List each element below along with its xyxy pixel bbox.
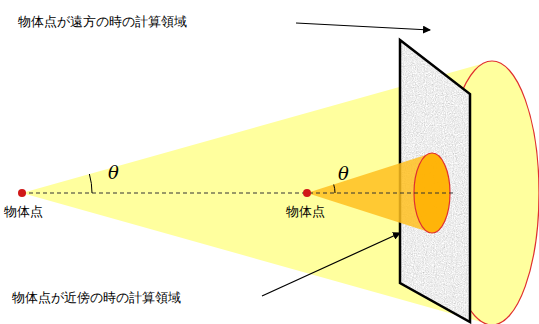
angle-arc	[89, 174, 92, 193]
object-point	[18, 189, 26, 197]
point-label: 物体点	[4, 204, 43, 220]
optical-axis	[22, 193, 455, 194]
leader-arrow	[296, 23, 430, 30]
angle-label: θ	[338, 163, 349, 185]
region-label: 物体点が近傍の時の計算領域	[12, 290, 181, 306]
angle-label: θ	[108, 162, 119, 184]
object-point	[303, 189, 311, 197]
angle-arc	[334, 185, 335, 194]
leader-arrow	[262, 233, 400, 296]
region-label: 物体点が遠方の時の計算領域	[18, 14, 187, 30]
point-label: 物体点	[286, 204, 325, 220]
